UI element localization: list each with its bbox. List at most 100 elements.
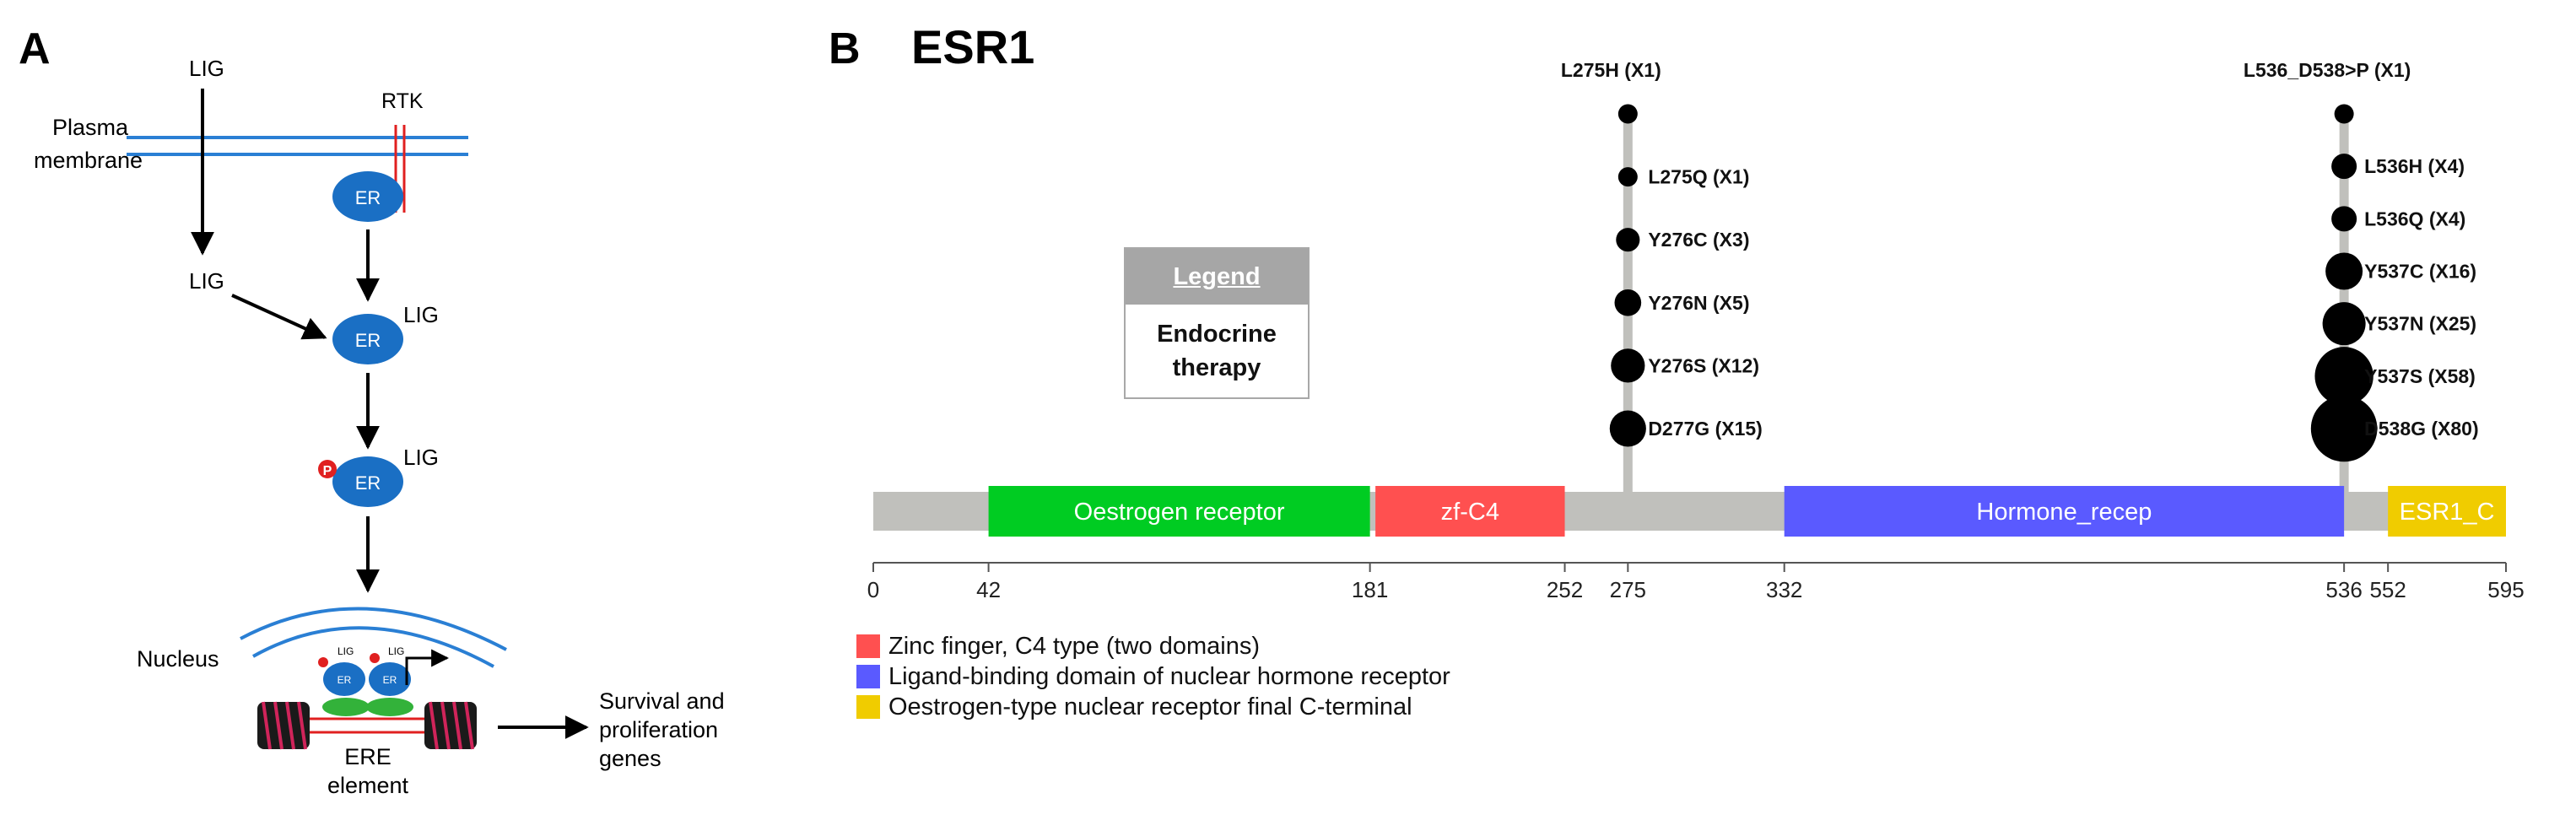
er-receptor-1	[332, 171, 403, 222]
mutation-dot	[1614, 289, 1642, 316]
dimer-er-left: ER	[338, 674, 352, 686]
er-label-3: ER	[355, 472, 381, 494]
axis-tick-label: 42	[976, 577, 1001, 602]
panel-b: B ESR1 L275H (X1) L275Q (X1) Y276C (X3) Y27…	[829, 20, 2525, 602]
lig-label-mid: LIG	[189, 268, 224, 294]
er-receptor-2	[332, 314, 403, 364]
ere-label-1: ERE	[344, 744, 392, 769]
er-label-1: ER	[355, 187, 381, 208]
domain-legend-swatch	[856, 695, 880, 719]
mutation-label: Y537C (X16)	[2364, 261, 2476, 283]
er-receptor-3	[332, 456, 403, 507]
domain-block	[1375, 486, 1565, 537]
mutation-dot	[1611, 348, 1645, 383]
lollipop-group: L275H (X1) L275Q (X1) Y276C (X3) Y276N (X5)…	[1561, 59, 2479, 498]
mutation-label: Y276C (X3)	[1648, 229, 1749, 251]
position-axis: 0 42 181 252 275 332 536 552 595	[867, 562, 2525, 602]
mutation-label: D277G (X15)	[1648, 418, 1763, 440]
mutation-dot	[1617, 104, 1638, 124]
er-lig-label-3: LIG	[403, 445, 439, 470]
mutation-label: Y276S (X12)	[1648, 354, 1759, 376]
plasma-label-1: Plasma	[52, 115, 129, 140]
mutation-dot	[2331, 154, 2357, 180]
axis-tick-label: 595	[2487, 577, 2524, 602]
lig-label-top: LIG	[189, 56, 224, 81]
legend-body: Endocrine therapy	[1126, 305, 1308, 397]
axis-tick-label: 332	[1766, 577, 1802, 602]
mutation-dot	[1616, 228, 1640, 252]
mutation-dot	[2322, 302, 2366, 346]
dimer-er-right: ER	[383, 674, 397, 686]
transcription-arrow	[405, 649, 450, 685]
rtk-label: RTK	[381, 89, 424, 113]
mutation-label: Y537S (X58)	[2364, 365, 2476, 387]
legend-title: Legend	[1173, 262, 1261, 290]
domain-group: Oestrogen receptor zf-C4 Hormone_recep ESR1…	[988, 486, 2506, 537]
domain-legend-swatch	[856, 634, 880, 658]
domain-block	[2388, 486, 2506, 537]
er-lig-label-2: LIG	[403, 302, 439, 327]
mutation-label: Y537N (X25)	[2364, 313, 2476, 335]
axis-tick-label: 536	[2325, 577, 2362, 602]
dimer-lig-left: LIG	[338, 645, 354, 657]
panel-a: A Plasma membrane LIG LIG RTK ER ER LIG …	[19, 24, 725, 798]
domain-legend-label: Oestrogen-type nuclear receptor final C-…	[888, 693, 1412, 720]
mutation-dot	[2310, 395, 2378, 462]
domain-legend-item: Oestrogen-type nuclear receptor final C-…	[856, 692, 1450, 722]
legend-header: Legend	[1126, 249, 1308, 305]
coactivator-right	[366, 698, 413, 716]
nucleus-label: Nucleus	[137, 646, 219, 672]
legend-box: Legend Endocrine therapy	[1124, 247, 1310, 399]
mutation-dot	[2331, 206, 2357, 232]
domain-label: Hormone_recep	[1976, 499, 2152, 526]
nucleosome-right	[424, 701, 477, 750]
mutation-label: Y276N (X5)	[1648, 292, 1749, 314]
mutation-label: D538G (X80)	[2364, 418, 2479, 440]
domain-label: Oestrogen receptor	[1074, 499, 1285, 526]
phospho-dot-left	[318, 657, 328, 667]
dimer-lig-right: LIG	[388, 645, 404, 657]
mutation-dot	[2314, 347, 2373, 406]
domain-legend-item: Zinc finger, C4 type (two domains)	[856, 631, 1450, 661]
coactivator-left	[322, 698, 370, 716]
mutation-label: L536Q (X4)	[2364, 208, 2465, 229]
mutation-dot	[1617, 167, 1638, 187]
ere-label-2: element	[327, 773, 409, 798]
domain-legend-label: Ligand-binding domain of nuclear hormone…	[888, 662, 1450, 690]
legend-line-2: therapy	[1172, 354, 1261, 381]
er-dimer-right	[369, 662, 411, 696]
survival-label-1: Survival and	[599, 688, 725, 714]
axis-tick-label: 252	[1547, 577, 1583, 602]
mutation-label: L275H (X1)	[1561, 59, 1661, 81]
axis-tick-label: 552	[2369, 577, 2406, 602]
mutation-label: L536H (X4)	[2364, 155, 2465, 177]
gene-title: ESR1	[911, 20, 1034, 73]
survival-label-3: genes	[599, 746, 662, 771]
mutation-label: L275Q (X1)	[1648, 166, 1749, 188]
mutation-dot	[2325, 252, 2363, 290]
plasma-label-2: membrane	[34, 148, 143, 173]
er-dimer-left	[323, 662, 365, 696]
axis-tick-label: 0	[867, 577, 879, 602]
survival-label-2: proliferation	[599, 717, 718, 742]
nucleus-membrane-inner	[252, 626, 494, 668]
domain-block	[1784, 486, 2345, 537]
domain-label: zf-C4	[1441, 499, 1499, 526]
nucleus-membrane-outer	[240, 607, 507, 651]
domain-block	[988, 486, 1370, 537]
er-label-2: ER	[355, 330, 381, 351]
phospho-label: P	[323, 464, 332, 478]
mutation-dot	[2334, 104, 2354, 124]
axis-tick-label: 181	[1352, 577, 1388, 602]
axis-tick-label: 275	[1610, 577, 1646, 602]
mutation-dot	[1609, 410, 1646, 447]
domain-legend-swatch	[856, 665, 880, 688]
mutation-label: L536_D538>P (X1)	[2244, 59, 2411, 81]
panel-b-letter: B	[829, 24, 861, 73]
phospho-dot-right	[370, 653, 380, 663]
legend-line-1: Endocrine	[1157, 321, 1277, 348]
domain-label: ESR1_C	[2400, 499, 2495, 526]
phospho-circle	[318, 460, 337, 478]
